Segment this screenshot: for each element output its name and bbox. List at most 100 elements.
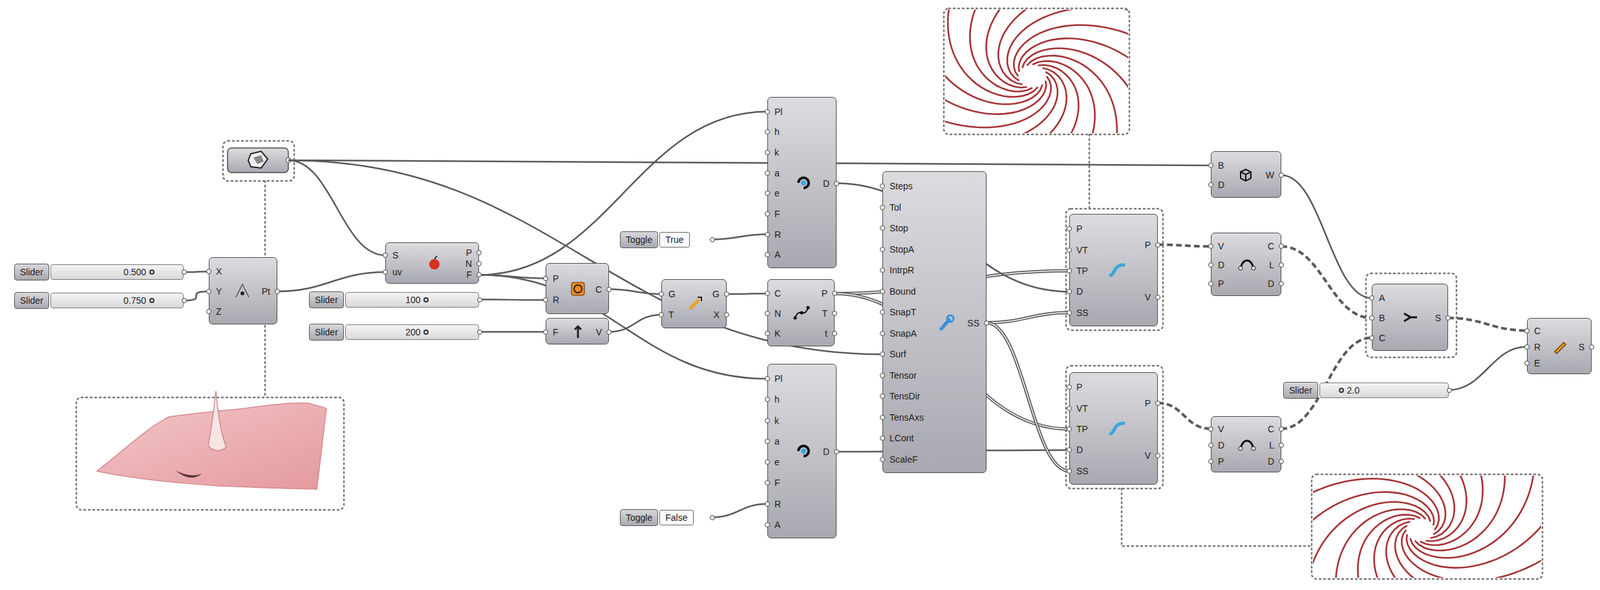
port-dot	[1208, 162, 1214, 169]
input-port-label: VT	[1076, 403, 1088, 414]
surface-icon	[253, 155, 264, 165]
slider-tag: Slider	[14, 263, 50, 281]
wire	[1281, 246, 1372, 319]
input-port-label: C	[1534, 325, 1541, 337]
slider-knob	[1338, 387, 1344, 394]
wire	[1448, 318, 1527, 331]
port-dot	[1278, 458, 1284, 465]
port-dot	[724, 312, 730, 318]
wire	[986, 323, 1070, 472]
output-port-label: D	[1267, 456, 1275, 467]
output-port-label: G	[712, 288, 720, 300]
input-port-label: h	[774, 126, 780, 138]
decor	[697, 297, 702, 302]
input-port-label: TensDir	[889, 391, 920, 402]
input-port-label: V	[1217, 424, 1224, 435]
spiral-curve	[1398, 475, 1505, 551]
slider-track: 100	[345, 292, 480, 308]
slider-value: 0.500	[123, 266, 147, 278]
wire	[479, 330, 546, 333]
port-dot	[1589, 344, 1595, 350]
component-icon	[1108, 261, 1127, 280]
port-dot	[764, 290, 770, 297]
input-port-label: R	[552, 294, 560, 306]
decor	[571, 282, 585, 296]
component-icon	[1550, 337, 1569, 356]
port-dot	[1066, 288, 1072, 295]
input-port-label: SS	[1076, 307, 1089, 319]
input-port-label: SnapA	[889, 328, 917, 339]
input-port-label: Y	[215, 286, 222, 297]
spiral-curve	[1401, 475, 1542, 578]
output-port-label: V	[596, 327, 602, 338]
port-dot	[1278, 262, 1284, 268]
input-port-label: A	[1378, 292, 1385, 304]
component-box: StepsTolStopStopAIntrpRBoundSnapTSnapASu…	[882, 171, 987, 474]
spiral-curve	[945, 71, 1058, 134]
decor	[800, 311, 804, 315]
input-port-label: S	[392, 250, 399, 261]
component-box: ABCS	[1371, 283, 1449, 352]
slider-value: 0.750	[123, 295, 147, 306]
decor	[1110, 265, 1124, 276]
parameter-wire	[288, 160, 1211, 166]
port-dot	[1066, 468, 1072, 474]
input-port-label: D	[1076, 444, 1083, 456]
input-port-label: P	[1217, 456, 1224, 467]
component-icon	[794, 442, 813, 461]
port-dot	[879, 225, 886, 231]
callout-frame	[1066, 208, 1163, 331]
input-port-label: SnapT	[889, 307, 917, 318]
callout-frame	[1365, 273, 1457, 358]
callout-frame	[1066, 365, 1163, 489]
input-port-label: TP	[1076, 424, 1088, 435]
wire-core	[986, 323, 1070, 472]
port-dot	[382, 269, 388, 275]
decor	[798, 446, 809, 457]
wire	[1448, 347, 1527, 391]
input-port-label: T	[668, 309, 675, 320]
slider-tag: Slider	[14, 292, 50, 310]
input-port-label: D	[1217, 259, 1225, 271]
wire	[711, 234, 768, 240]
input-port-label: D	[1217, 440, 1225, 451]
port-dot	[764, 418, 770, 424]
surface-peak	[208, 391, 227, 451]
slider-knob	[423, 329, 429, 335]
decor	[574, 285, 582, 293]
decor	[434, 256, 438, 260]
component-icon	[1237, 255, 1257, 274]
output-port-label: Pt	[261, 286, 271, 297]
component-icon	[1108, 419, 1127, 438]
port-dot	[1369, 335, 1375, 341]
leader-line	[1121, 488, 1312, 547]
decor	[798, 177, 809, 189]
output-port-label: D	[822, 178, 830, 189]
wire	[726, 292, 768, 295]
slider: Slider 0.750	[14, 291, 184, 310]
spiral-curve	[1374, 519, 1542, 579]
output-port-label: T	[821, 308, 828, 319]
component-icon	[233, 281, 252, 300]
spiral-curve	[1312, 491, 1434, 578]
port-dot	[879, 351, 886, 357]
wire	[711, 504, 768, 518]
wire	[479, 274, 768, 379]
decor	[800, 448, 807, 454]
input-port-label: TP	[1076, 265, 1088, 277]
component-icon	[937, 313, 956, 332]
port-dot	[764, 190, 770, 196]
port-dot	[832, 310, 838, 317]
output-port-label: D	[822, 446, 830, 458]
output-port-label: t	[824, 328, 828, 339]
port-dot	[1066, 268, 1072, 274]
slider: Slider100	[309, 290, 480, 309]
parameter-wire	[288, 160, 386, 256]
output-port-label: SS	[967, 318, 980, 329]
input-port-label: D	[1217, 179, 1225, 191]
spiral-curve	[1335, 509, 1442, 578]
input-port-label: Pl	[774, 106, 783, 118]
port-dot	[1155, 453, 1161, 459]
port-dot	[879, 435, 886, 441]
